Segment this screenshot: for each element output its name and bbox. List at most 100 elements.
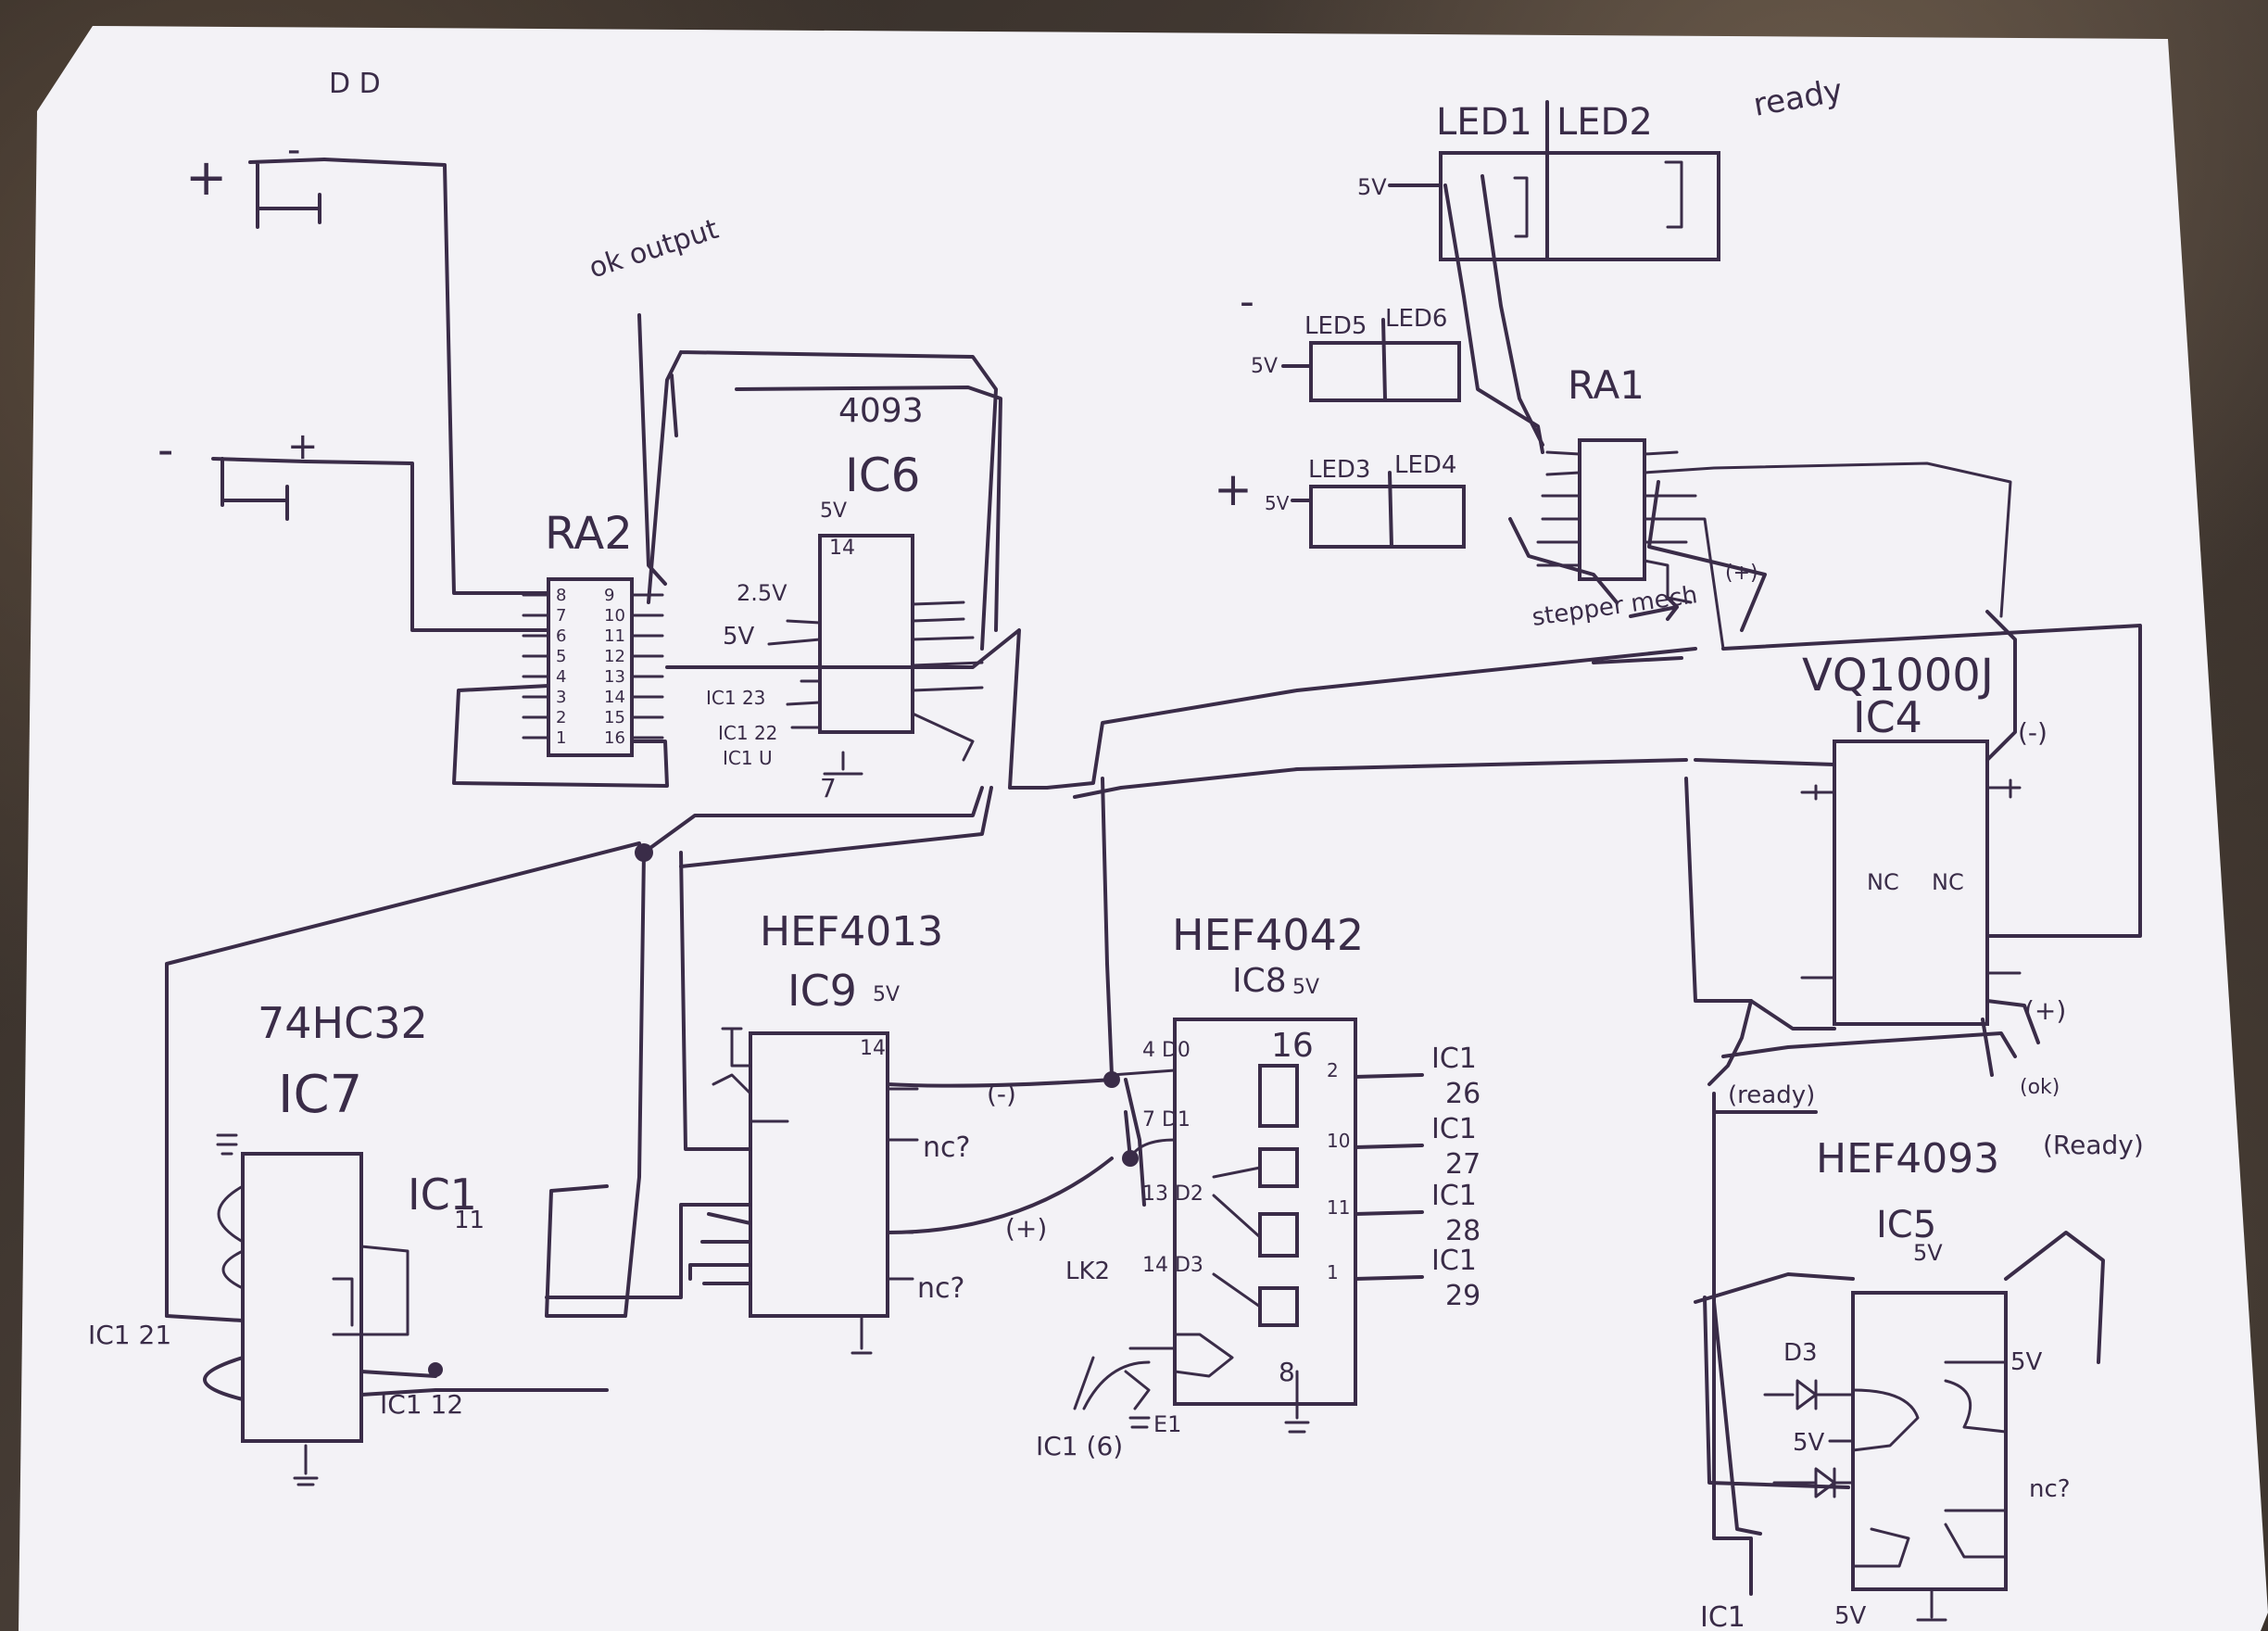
ic8-output-pin: 10 xyxy=(1327,1130,1350,1152)
top-power-connector: D D + - xyxy=(185,68,484,595)
ic1-21-text: IC1 21 xyxy=(88,1320,171,1350)
ic6-left-label-4: IC1 U xyxy=(723,747,773,769)
ic8-output-pin: 2 xyxy=(1327,1059,1339,1081)
ra2-pin-left: 5 xyxy=(556,647,566,666)
bus-wire-2 xyxy=(1073,758,1688,799)
ic8-input-2: 13 D2 xyxy=(1142,1182,1203,1206)
ic8-gnd-label: 8 xyxy=(1279,1357,1295,1387)
ic9-name-label: IC9 xyxy=(788,966,857,1016)
led5-supply-label: 5V xyxy=(1251,355,1278,378)
ic5-d3-label: D3 xyxy=(1783,1339,1818,1367)
ic5-nc-label: nc? xyxy=(2029,1475,2071,1503)
ic8-output-pin: 11 xyxy=(1327,1196,1350,1219)
ic8-input-3: 14 D3 xyxy=(1142,1254,1203,1277)
ic8-output-wire xyxy=(1354,1210,1424,1216)
led6-label: LED6 xyxy=(1385,305,1447,333)
plus-leds-symbol: + xyxy=(1214,462,1253,516)
minus-leds-symbol: - xyxy=(1240,278,1254,325)
ra2-pin-right: 13 xyxy=(604,667,625,687)
ra2-pin-right: 14 xyxy=(604,688,625,707)
ic5-name-label: IC5 xyxy=(1876,1204,1936,1246)
ic6-pin14-label: 14 xyxy=(829,537,855,560)
ready-right-text: (Ready) xyxy=(2043,1130,2144,1160)
ok-mark-text: (ok) xyxy=(2020,1076,2060,1099)
ic8-vcc-label: 5V xyxy=(1292,976,1319,999)
e1-text: E1 xyxy=(1153,1411,1181,1437)
led3-label: LED3 xyxy=(1308,456,1370,484)
ic8-chip: HEF4042 IC8 5V 16 8 4 D0 7 D1 13 D2 14 D… xyxy=(987,777,1480,1461)
ic1-6-text: IC1 (6) xyxy=(1036,1431,1123,1461)
ic8-output-pin: 1 xyxy=(1327,1261,1339,1283)
ic4-chip: VQ1000J IC4 NC NC (-) (+) xyxy=(1647,480,2142,1044)
ic4-nc1: NC xyxy=(1867,869,1899,895)
ic6-left-label-2: IC1 23 xyxy=(706,687,765,709)
ic4-name-label: IC4 xyxy=(1853,692,1922,742)
ic8-input-0: 4 D0 xyxy=(1142,1039,1191,1062)
ic6-chip: 4093 IC6 5V 14 7 2.5V 5V IC1 23 IC1 22 I… xyxy=(647,350,1049,803)
ra2-pin-left: 2 xyxy=(556,708,566,727)
ic8-part-label: HEF4042 xyxy=(1172,910,1364,960)
mid-power-connector: - + xyxy=(158,424,548,632)
ic8-output-ic: IC1 xyxy=(1431,1180,1477,1212)
ic7-pin11-label: 11 xyxy=(454,1207,485,1234)
five-v-bottom-text: 5V xyxy=(1834,1602,1867,1630)
ic8-output-num: 26 xyxy=(1445,1078,1480,1110)
ic6-left-label-1: 5V xyxy=(723,623,755,651)
plus-neg-plus-text: (+) xyxy=(1005,1213,1047,1244)
ic7-external-labels: IC1 21 IC1 12 xyxy=(88,1320,463,1420)
ic7-name-label: IC7 xyxy=(278,1065,362,1125)
ic5-right-5v: 5V xyxy=(2010,1348,2043,1376)
ra2-pin-left: 3 xyxy=(556,688,566,707)
ic5-part-label: HEF4093 xyxy=(1816,1135,1999,1182)
ra2-pin-right: 10 xyxy=(604,606,625,626)
ic9-nc2-label: nc? xyxy=(917,1272,964,1305)
ra2-pin-right: 11 xyxy=(604,626,625,646)
ic4-part-label: VQ1000J xyxy=(1802,650,1994,702)
led2-label: LED2 xyxy=(1556,101,1653,144)
ic9-pin14-label: 14 xyxy=(860,1037,886,1060)
ic6-vcc-label: 5V xyxy=(820,499,847,523)
ic7-ic1-label: IC1 xyxy=(408,1170,477,1220)
ra2-pin-left: 7 xyxy=(556,606,566,626)
lk2-text: LK2 xyxy=(1065,1258,1110,1285)
junction-dot-2 xyxy=(428,1362,443,1377)
ic7-chip: 74HC32 IC7 IC1 11 xyxy=(165,841,641,1486)
ra1-resistor-array: RA1 xyxy=(1443,174,2012,651)
ic9-nc1-label: nc? xyxy=(923,1132,970,1164)
ra1-label: RA1 xyxy=(1568,362,1644,408)
ic5-left-5v: 5V xyxy=(1793,1429,1825,1457)
ic4-nc2: NC xyxy=(1932,869,1964,895)
ra2-pin-left: 6 xyxy=(556,626,566,646)
ic6-left-label-3: IC1 22 xyxy=(718,722,777,744)
ic1-bottom-text: IC1 xyxy=(1700,1601,1745,1631)
plus-pos-text: (+) xyxy=(1725,562,1758,585)
ic8-name-label: IC8 xyxy=(1232,962,1287,1000)
led3-led4-display: + LED3 LED4 5V xyxy=(1214,451,1466,549)
ic7-part-label: 74HC32 xyxy=(258,998,428,1048)
ic6-part-label: 4093 xyxy=(838,392,924,430)
minus-symbol-left: - xyxy=(158,424,173,476)
minus-symbol: - xyxy=(287,129,300,171)
ra2-label: RA2 xyxy=(545,508,633,560)
led4-label: LED4 xyxy=(1394,451,1456,479)
ra2-pin-left: 8 xyxy=(556,586,566,605)
ic9-chip: HEF4013 IC9 5V 14 nc? nc? xyxy=(545,851,1114,1355)
misc-wire-1 xyxy=(1707,999,1753,1086)
ic8-input-1: 7 D1 xyxy=(1142,1108,1191,1132)
ic6-gnd-label: 7 xyxy=(820,773,837,803)
ic5-vcc-label: 5V xyxy=(1913,1240,1943,1266)
ic8-output-ic: IC1 xyxy=(1431,1245,1477,1277)
ic8-output-wire xyxy=(1354,1073,1424,1079)
top-marker-text: D D xyxy=(329,68,381,100)
ic8-output-wire xyxy=(1354,1275,1424,1281)
ic8-output-ic: IC1 xyxy=(1431,1043,1477,1075)
ra2-pin-right: 9 xyxy=(604,586,614,605)
ready-left-text: (ready) xyxy=(1728,1081,1815,1109)
ra2-pin-right: 15 xyxy=(604,708,625,727)
plus-symbol: + xyxy=(185,148,227,207)
ra2-pin-left: 1 xyxy=(556,728,566,748)
ic9-vcc-label: 5V xyxy=(873,983,900,1006)
ic8-output-wire xyxy=(1354,1144,1424,1149)
